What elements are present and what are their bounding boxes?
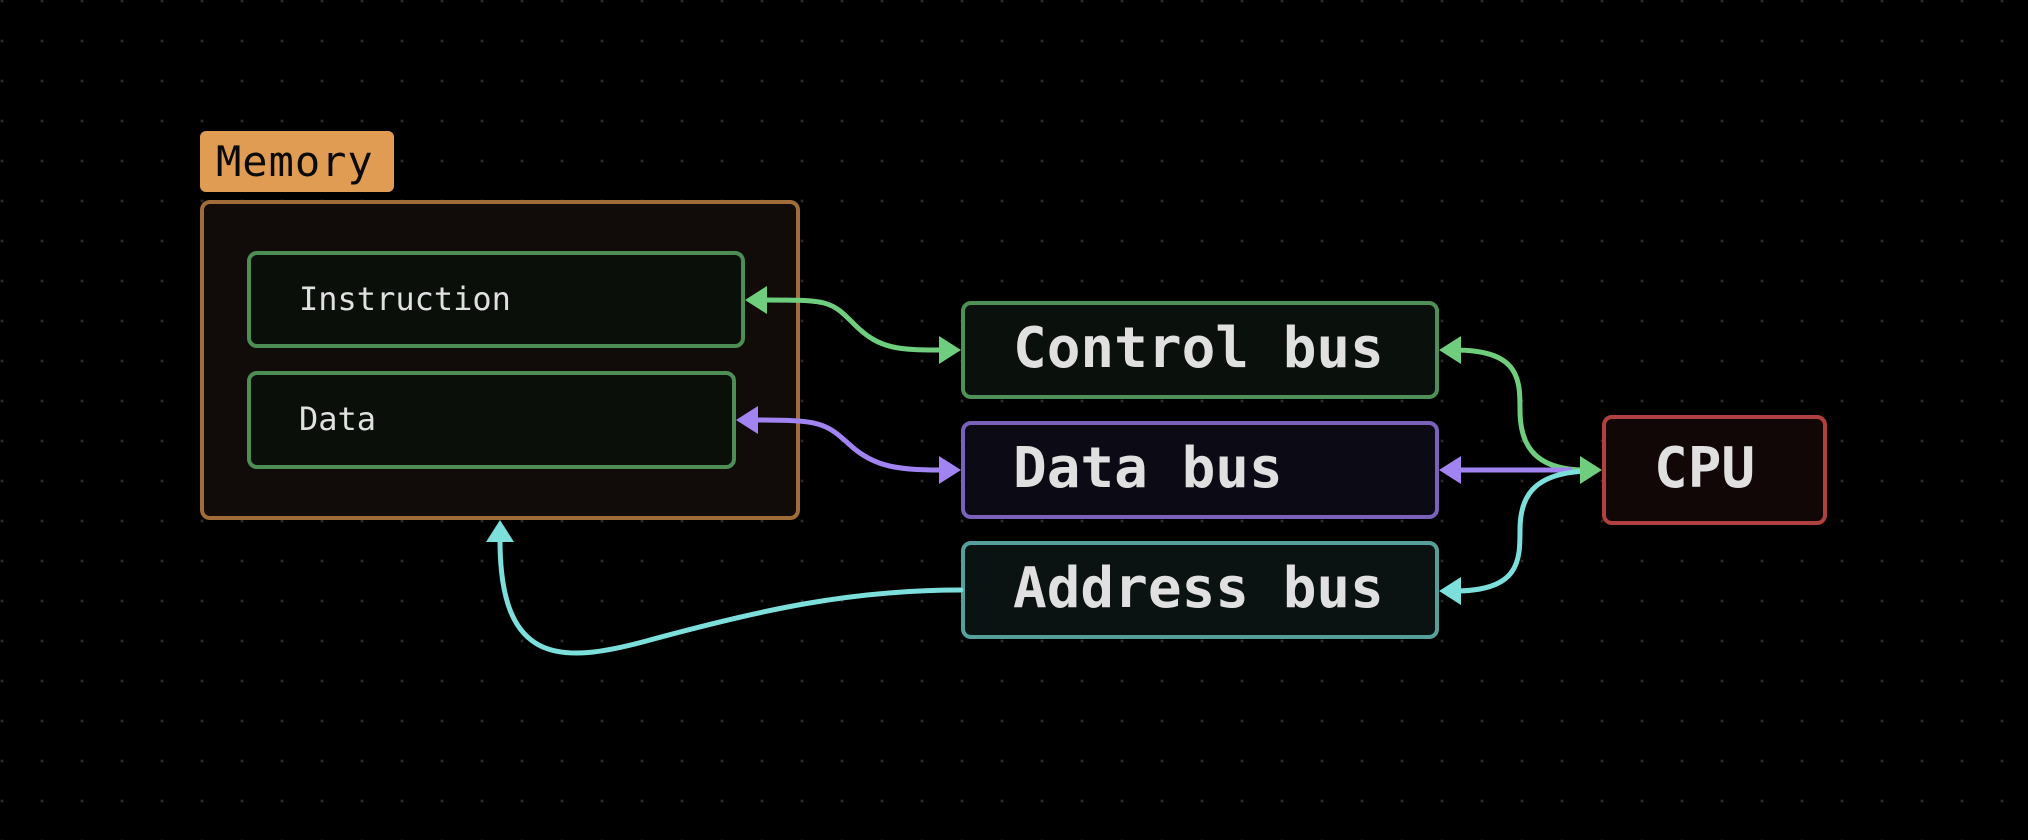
- edge-instruction-control-bus[interactable]: [757, 297, 948, 353]
- arrowhead-memory: [486, 520, 514, 542]
- memory-instruction-node[interactable]: Instruction: [247, 251, 745, 348]
- arrowhead-address-bus-right: [1439, 577, 1461, 605]
- arrowhead-data-bus-left: [939, 456, 961, 484]
- cpu-node[interactable]: CPU: [1602, 415, 1827, 525]
- memory-title-tag: Memory: [200, 131, 394, 192]
- control-bus-label: Control bus: [1013, 316, 1384, 381]
- arrowhead-instruction: [745, 286, 767, 314]
- edge-address-bus-cpu[interactable]: [1452, 468, 1593, 594]
- arrowhead-data: [736, 406, 758, 434]
- edge-data-data-bus[interactable]: [749, 417, 948, 473]
- arrowhead-control-bus-left: [939, 336, 961, 364]
- arrowhead-control-bus-right: [1439, 336, 1461, 364]
- arrowhead-cpu: [1580, 456, 1602, 484]
- edge-address-bus-memory[interactable]: [497, 537, 964, 656]
- control-bus-node[interactable]: Control bus: [961, 301, 1439, 399]
- data-label: Data: [299, 400, 377, 438]
- cpu-label: CPU: [1654, 436, 1756, 501]
- address-bus-label: Address bus: [1013, 556, 1384, 621]
- data-bus-label: Data bus: [1013, 436, 1283, 501]
- instruction-label: Instruction: [299, 280, 511, 318]
- edge-control-bus-cpu[interactable]: [1452, 347, 1588, 473]
- memory-data-node[interactable]: Data: [247, 371, 736, 469]
- data-bus-node[interactable]: Data bus: [961, 421, 1439, 519]
- arrowhead-data-bus-right: [1439, 456, 1461, 484]
